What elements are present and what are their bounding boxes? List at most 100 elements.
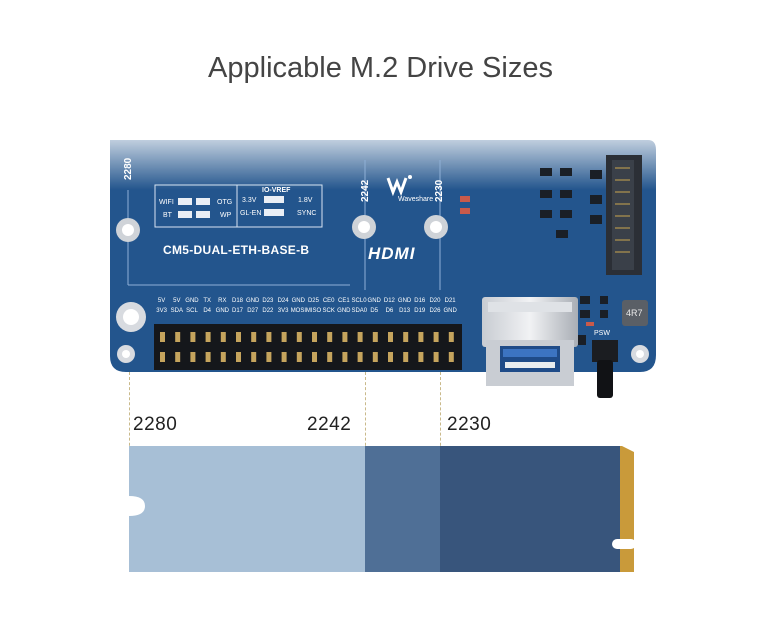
gpio-pin — [236, 352, 241, 362]
gpio-pin — [160, 332, 165, 342]
gpio-pin — [281, 332, 287, 342]
gpio-pin-label: D22 — [262, 308, 274, 314]
hdmi-label: HDMI — [368, 244, 416, 263]
gpio-pin-label: SDA0 — [351, 308, 368, 314]
brand-label: Waveshare — [398, 196, 434, 203]
jumper-wifi: WIFI — [159, 199, 174, 206]
jumper-otg: OTG — [217, 199, 233, 206]
gpio-pin — [418, 332, 424, 342]
ssd-segment-2230 — [440, 446, 622, 572]
gpio-pin-label: D26 — [429, 308, 441, 314]
gpio-pin — [312, 352, 317, 362]
psw-label: PSW — [594, 330, 610, 337]
gpio-pin — [190, 332, 196, 342]
gpio-pin-label: D21 — [444, 298, 456, 304]
page-title: Applicable M.2 Drive Sizes — [208, 52, 553, 84]
gpio-pin-label: D27 — [247, 308, 259, 314]
gpio-pin-label: D19 — [414, 308, 426, 314]
gpio-pin — [418, 352, 424, 362]
size-label-2230: 2230 — [447, 414, 492, 435]
gpio-pin-label: D18 — [232, 298, 244, 304]
gpio-pin — [312, 332, 317, 342]
gpio-pin — [220, 332, 226, 342]
gpio-pin — [251, 332, 257, 342]
gpio-pin — [296, 332, 302, 342]
gpio-pin — [266, 332, 272, 342]
gpio-pin-label: D24 — [277, 298, 289, 304]
gpio-pin — [220, 352, 226, 362]
gpio-pin — [357, 332, 363, 342]
board-model: CM5-DUAL-ETH-BASE-B — [163, 243, 310, 257]
power-switch — [592, 340, 618, 398]
gpio-pin — [372, 332, 378, 342]
gpio-pin — [342, 332, 348, 342]
gpio-pin-label: GND — [185, 298, 199, 304]
gpio-pin-label: D13 — [399, 308, 411, 314]
gpio-pin-label: 3V3 — [277, 308, 289, 314]
gpio-pin-label: D5 — [370, 308, 379, 314]
size-label-2280: 2280 — [133, 414, 178, 435]
usb-port — [482, 297, 578, 386]
gpio-pin-label: 3V3 — [156, 308, 167, 314]
waveshare-logo — [386, 175, 412, 197]
gpio-pin — [327, 332, 333, 342]
gpio-pin — [160, 352, 165, 362]
gpio-pin — [372, 352, 378, 362]
gpio-pin — [357, 352, 363, 362]
m2-connector — [606, 155, 642, 275]
gpio-pin-label: SCL0 — [351, 298, 367, 304]
gpio-pin — [190, 352, 196, 362]
gpio-pin-label: 5V — [157, 298, 166, 304]
gpio-pin-label: SCL — [186, 308, 198, 314]
gpio-pin-label: D20 — [429, 298, 441, 304]
gpio-pin-label: D16 — [414, 298, 426, 304]
gpio-pin — [236, 332, 241, 342]
mounting-hole-left — [116, 302, 146, 332]
jumper-1v8: 1.8V — [298, 197, 313, 204]
gpio-pin-label: D23 — [262, 298, 274, 304]
gpio-pin — [433, 332, 439, 342]
gpio-pin — [175, 352, 181, 362]
ssd-gold-contacts — [620, 446, 634, 572]
gpio-pin-label: GND — [337, 308, 351, 314]
gpio-pin-label: MOSI — [290, 308, 307, 314]
gpio-pin-label: CE1 — [338, 298, 350, 304]
gpio-pin — [296, 352, 302, 362]
inductor-label: 4R7 — [626, 308, 643, 318]
ssd-segment-2280 — [129, 446, 365, 572]
gpio-pin-label: SDA — [170, 308, 183, 314]
jumper-io-vref: IO-VREF — [262, 187, 291, 194]
gpio-pin-label: CE0 — [322, 298, 335, 304]
jumper-sync: SYNC — [297, 210, 317, 217]
gpio-header — [154, 324, 462, 370]
gpio-pin — [403, 352, 409, 362]
gpio-pin — [448, 332, 454, 342]
gpio-pin — [281, 352, 287, 362]
ssd-segment-2242 — [365, 446, 440, 572]
gpio-pin-label: SCK — [322, 308, 335, 314]
gpio-pin — [175, 332, 181, 342]
gpio-pin-label: D4 — [203, 308, 211, 314]
mounting-hole-2230 — [424, 215, 448, 239]
jumper-bt: BT — [163, 212, 172, 219]
gpio-pin-label: GND — [215, 308, 230, 314]
gpio-pin-label: RX — [218, 298, 227, 304]
gpio-pin-label: GND — [443, 308, 457, 314]
gpio-pin-label: GND — [246, 298, 260, 304]
gpio-pin-label: D25 — [307, 298, 319, 304]
gpio-pin-label: 5V — [173, 298, 181, 304]
gpio-pin — [388, 352, 393, 362]
gpio-pin-label: MISO — [305, 308, 322, 314]
jumper-wp: WP — [220, 212, 232, 219]
gpio-pin — [388, 332, 393, 342]
gpio-pin — [251, 352, 257, 362]
gpio-pin-label: GND — [397, 298, 412, 304]
gpio-pin — [266, 352, 272, 362]
mounting-hole-2280 — [116, 218, 140, 242]
gpio-pin — [205, 352, 211, 362]
size-label-2242: 2242 — [307, 414, 352, 435]
gpio-pin — [205, 332, 211, 342]
